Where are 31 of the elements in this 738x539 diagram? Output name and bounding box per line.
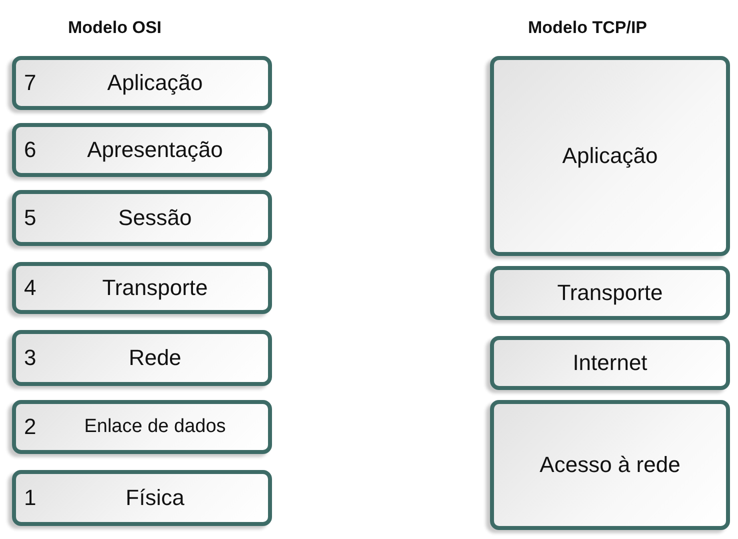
layer-box: [12, 262, 272, 314]
layer-box: [12, 470, 272, 526]
layer-box: [490, 336, 730, 390]
layer-box: [12, 123, 272, 177]
layer-box: [12, 330, 272, 386]
layer-name: Transporte: [556, 279, 664, 307]
layer-box: [490, 266, 730, 320]
layer-box: [12, 56, 272, 110]
layer-name: Transporte: [101, 275, 209, 301]
column-heading: Modelo TCP/IP: [528, 18, 647, 38]
layer-name: Acesso à rede: [538, 451, 682, 479]
layer-number: 2: [24, 414, 36, 440]
layer-number: 5: [24, 205, 36, 231]
layer-number: 7: [24, 70, 36, 96]
layer-name: Enlace de dados: [83, 416, 227, 438]
layer-name: Física: [124, 485, 186, 511]
layer-name: Aplicação: [561, 142, 659, 170]
layer-box: [12, 190, 272, 246]
layer-number: 4: [24, 275, 36, 301]
layer-number: 3: [24, 345, 36, 371]
layer-name: Rede: [128, 345, 182, 371]
layer-box: [490, 56, 730, 256]
layer-name: Sessão: [117, 205, 193, 231]
column-heading: Modelo OSI: [68, 18, 162, 38]
layer-box: [12, 400, 272, 454]
layer-number: 6: [24, 137, 36, 163]
layer-name: Aplicação: [106, 70, 204, 96]
layer-number: 1: [24, 485, 36, 511]
layer-name: Apresentação: [86, 137, 224, 163]
layer-box: [490, 400, 730, 530]
layer-name: Internet: [572, 349, 648, 377]
